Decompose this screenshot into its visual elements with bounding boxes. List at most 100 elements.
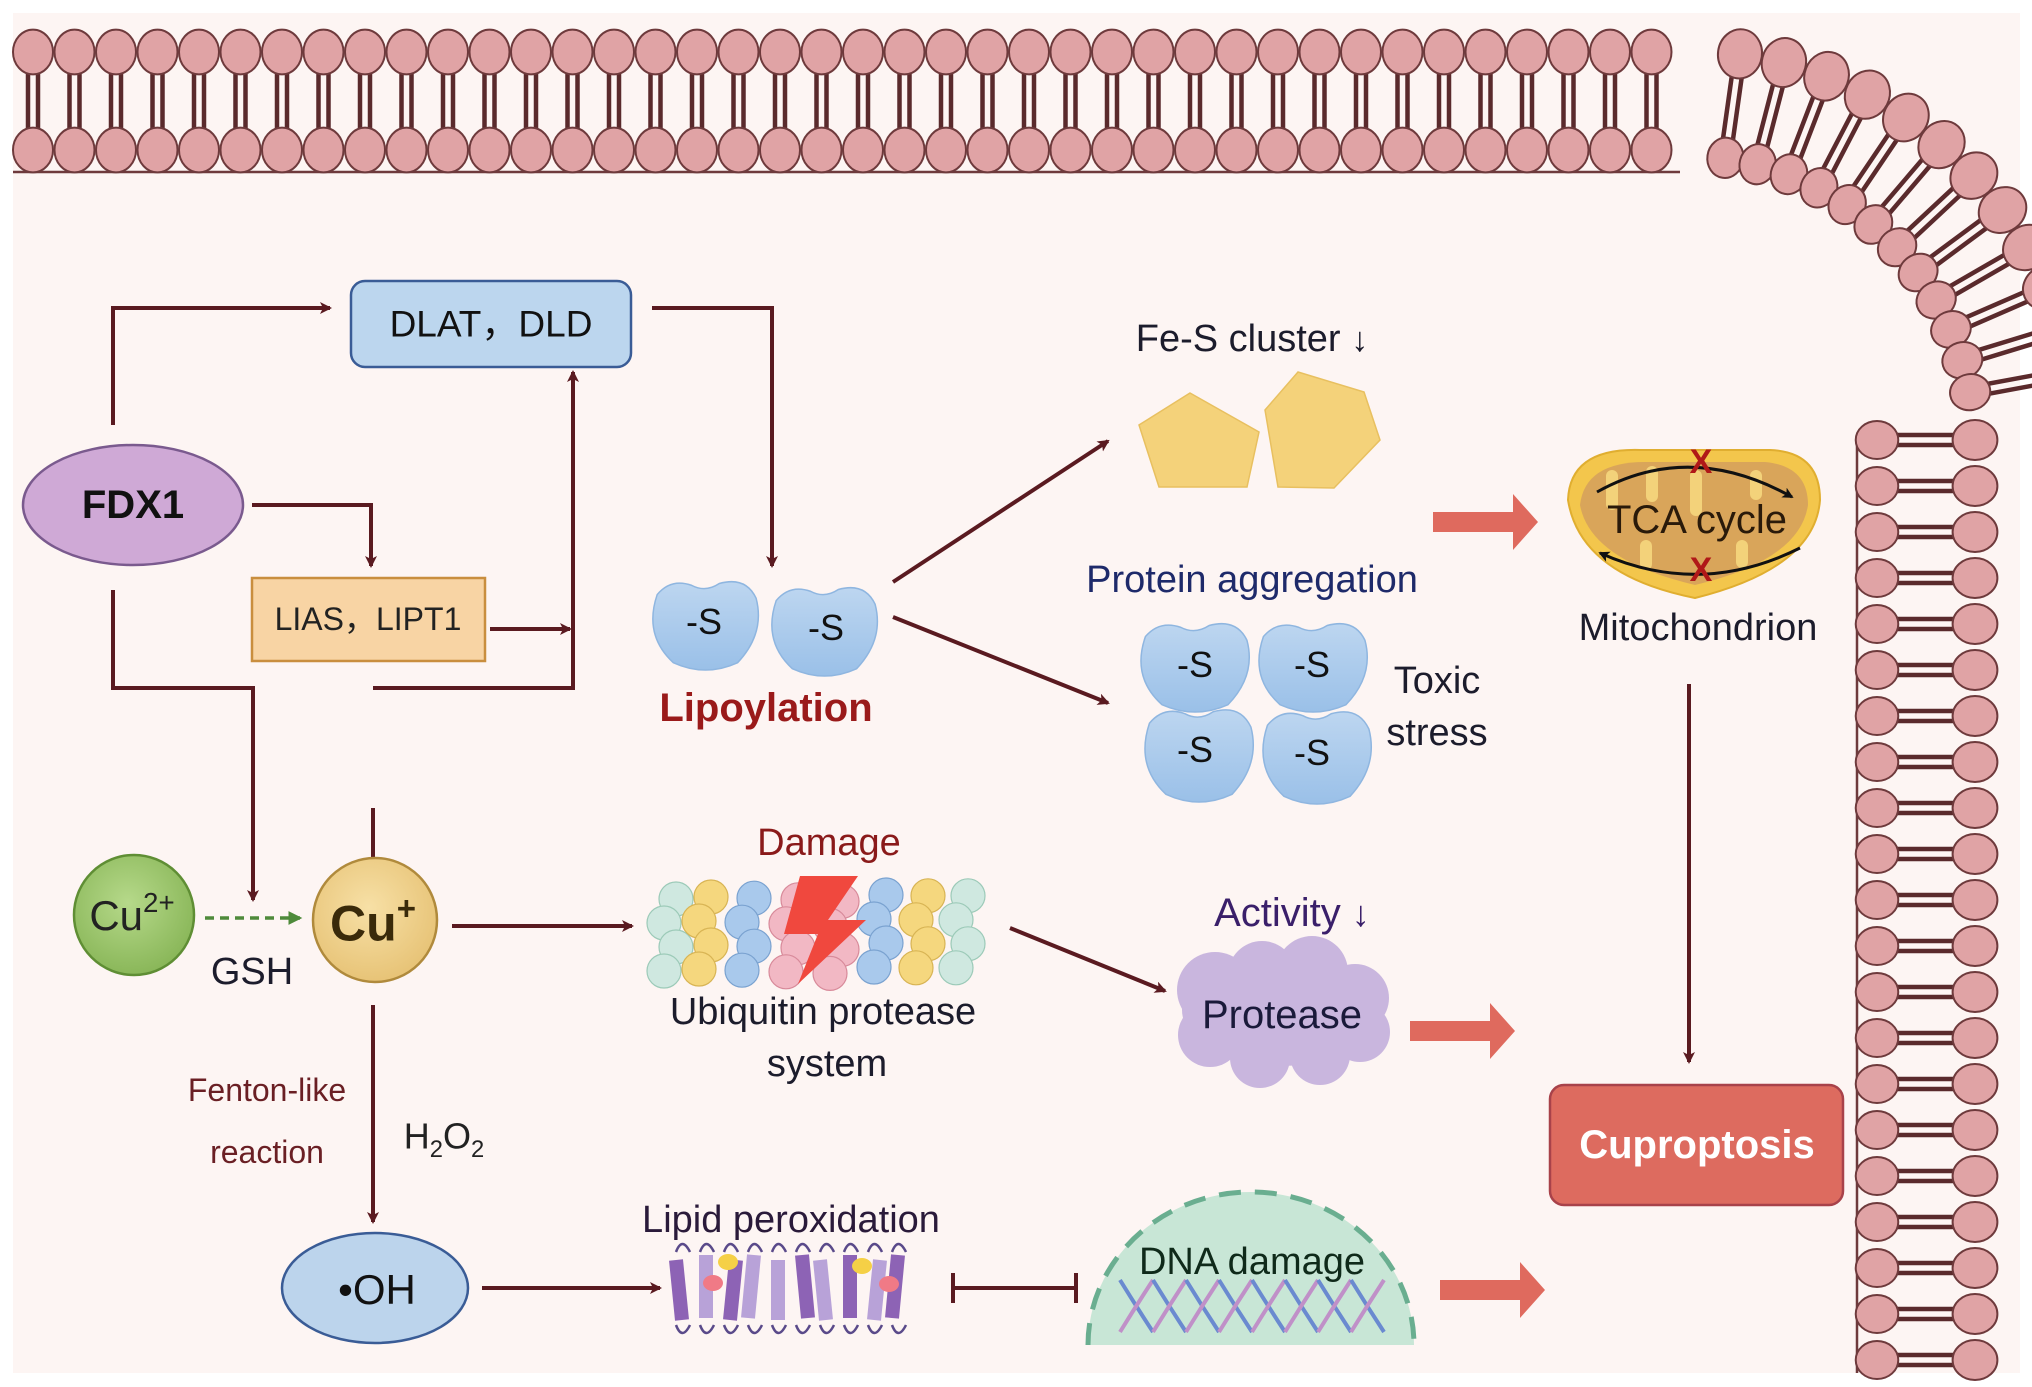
lipid-head bbox=[1854, 650, 1900, 690]
proteasome-subunit bbox=[724, 952, 760, 988]
lipid-head bbox=[344, 126, 386, 174]
phospholipid bbox=[1854, 419, 1999, 461]
phospholipid bbox=[842, 28, 884, 174]
dlat-dld-box bbox=[349, 279, 633, 369]
phospholipid bbox=[759, 28, 801, 174]
lipid-head bbox=[1854, 512, 1900, 552]
phospholipid bbox=[1827, 92, 1930, 226]
lipid-head bbox=[1854, 788, 1900, 828]
lipid-head bbox=[1215, 28, 1258, 76]
phospholipid bbox=[1854, 1201, 1999, 1243]
lipid-head bbox=[1547, 28, 1590, 76]
phospholipid bbox=[1215, 28, 1258, 174]
phospholipid bbox=[219, 28, 262, 174]
beta-strand bbox=[813, 1259, 833, 1321]
phospholipid bbox=[1381, 28, 1424, 174]
fenton-label-line1: Fenton-like bbox=[187, 1072, 347, 1108]
phospholipid bbox=[717, 28, 760, 174]
dlat-dld-label: DLAT，DLD bbox=[389, 303, 593, 345]
phospholipid bbox=[427, 28, 469, 174]
cuproptosis-box bbox=[1548, 1083, 1845, 1207]
lipid-head bbox=[676, 126, 718, 174]
phospholipid bbox=[1506, 28, 1548, 174]
proteasome-subunit bbox=[856, 949, 892, 985]
lipid-head bbox=[1951, 649, 1999, 691]
lipid-head bbox=[1854, 834, 1900, 874]
proteasome-subunit bbox=[812, 955, 848, 992]
phospholipid bbox=[1854, 787, 1999, 829]
phospholipid bbox=[344, 28, 386, 174]
lipid-head bbox=[1854, 466, 1900, 506]
lipid-head bbox=[1854, 604, 1900, 644]
ubiquitin-to-protease-arrow bbox=[1009, 926, 1167, 993]
lipid-head bbox=[1951, 695, 1999, 737]
lipid-head bbox=[1381, 126, 1424, 174]
lipid-head bbox=[1049, 126, 1092, 174]
phospholipid bbox=[1915, 223, 2032, 320]
tca-block-icon-top: X bbox=[1689, 443, 1713, 481]
phospholipid bbox=[800, 28, 843, 174]
protein-shape bbox=[652, 580, 760, 671]
lipid-head bbox=[1008, 126, 1050, 174]
dna-damage-icon bbox=[1085, 1189, 1417, 1346]
phospholipid bbox=[510, 28, 552, 174]
phospholipid bbox=[53, 28, 96, 174]
lipid-head bbox=[925, 28, 967, 76]
protein-shape bbox=[1144, 709, 1255, 803]
dlat-to-lipoylation-arrow bbox=[652, 306, 778, 568]
lipid-head bbox=[676, 28, 718, 76]
phospholipid bbox=[1423, 28, 1465, 174]
beta-strand bbox=[867, 1259, 887, 1321]
dna-helix-icon bbox=[1118, 1278, 1386, 1334]
phospholipid bbox=[676, 28, 718, 174]
beta-strand bbox=[795, 1254, 815, 1319]
lipid-head bbox=[302, 28, 345, 76]
loop bbox=[890, 1242, 908, 1253]
lipid-head bbox=[1854, 880, 1900, 920]
lipid-head bbox=[634, 28, 677, 76]
lipid-head bbox=[1506, 28, 1548, 76]
phospholipid bbox=[1257, 28, 1299, 174]
lipid-head bbox=[634, 126, 677, 174]
phospholipid bbox=[1738, 37, 1808, 186]
phospholipid bbox=[136, 28, 179, 174]
loop bbox=[866, 1242, 884, 1253]
phospholipid bbox=[1854, 971, 1999, 1013]
phospholipid bbox=[551, 28, 594, 174]
h2o2-sub1: 2 bbox=[429, 1135, 443, 1163]
lipid-head bbox=[1951, 1201, 1999, 1243]
phospholipid bbox=[1854, 465, 1999, 507]
phospholipid bbox=[1897, 186, 2028, 293]
phospholipid bbox=[883, 28, 926, 174]
lipid-head bbox=[468, 28, 511, 76]
tca-forward-arrow bbox=[1596, 465, 1794, 499]
loop bbox=[722, 1324, 740, 1335]
lipid-head bbox=[261, 28, 303, 76]
cell-membrane bbox=[12, 28, 2032, 1381]
decrease-arrow-icon: ↓ bbox=[1351, 893, 1370, 934]
phospholipid bbox=[1630, 28, 1673, 174]
lipid-head bbox=[1854, 1110, 1900, 1150]
tca-backward-arrow bbox=[1598, 546, 1801, 576]
proteasome-subunit bbox=[768, 954, 804, 990]
aggregated-proteins bbox=[1140, 622, 1373, 805]
lipid-head bbox=[1951, 1247, 1999, 1289]
activity-label: Activity ↓ bbox=[1214, 893, 1370, 933]
protein-shape bbox=[771, 586, 879, 677]
lipoylation-label: Lipoylation bbox=[659, 686, 873, 730]
loop bbox=[674, 1242, 692, 1253]
lipid-head bbox=[1951, 1017, 1999, 1059]
loop bbox=[794, 1324, 812, 1335]
phospholipid bbox=[1174, 28, 1216, 174]
phospholipid bbox=[468, 28, 511, 174]
lipid-head bbox=[1215, 126, 1258, 174]
loop bbox=[698, 1242, 716, 1253]
lipid-head bbox=[1589, 126, 1631, 174]
phospholipid bbox=[1854, 1063, 1999, 1105]
lipid-head bbox=[1464, 126, 1507, 174]
phospholipid bbox=[925, 28, 967, 174]
phospholipid bbox=[1091, 28, 1133, 174]
h2o2-o: O bbox=[442, 1115, 472, 1157]
